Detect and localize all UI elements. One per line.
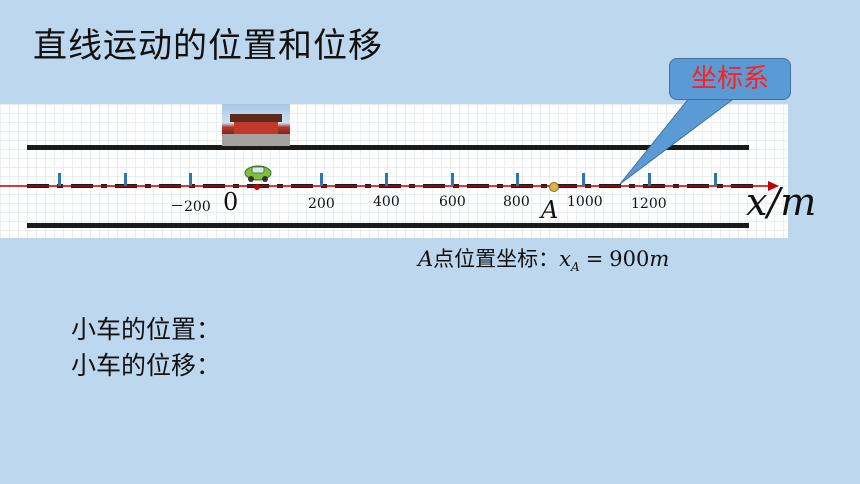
coord-unit: m: [649, 247, 670, 271]
tick-label-1000: 1000: [567, 194, 603, 210]
tick: [451, 173, 454, 186]
x-axis-arrow: [768, 181, 779, 191]
tick: [516, 173, 519, 186]
origin-dot: [254, 184, 260, 190]
tick-label-200: 200: [308, 196, 335, 212]
origin-label: 0: [223, 188, 239, 216]
slide-title: 直线运动的位置和位移: [33, 26, 383, 66]
coord-variable: x: [559, 247, 572, 271]
road-bottom-edge: [27, 223, 749, 228]
tick-label-400: 400: [373, 194, 400, 210]
tick-label-neg200: －200: [170, 199, 211, 215]
road-top-edge: [27, 145, 749, 150]
car-icon: [244, 165, 272, 182]
coordinate-note: A点位置坐标：xA=900m: [418, 243, 669, 274]
tick: [124, 173, 127, 186]
point-a-label: A: [541, 196, 559, 224]
coord-point: A: [418, 247, 434, 271]
road-grid: [0, 104, 788, 238]
tick-label-1200: 1200: [631, 196, 667, 212]
tick: [58, 173, 61, 186]
callout-coordinate-system: 坐标系: [669, 58, 791, 100]
axis-label: x/m: [746, 180, 817, 224]
tick-label-600: 600: [439, 194, 466, 210]
tick-label-800: 800: [503, 194, 530, 210]
coord-text: 点位置坐标：: [433, 247, 560, 271]
question-position: 小车的位置：: [71, 315, 222, 344]
coord-equals: =: [585, 247, 604, 271]
question-displacement: 小车的位移：: [71, 351, 222, 380]
tiananmen-photo: [222, 104, 290, 146]
point-a-dot: [549, 182, 559, 192]
tick: [582, 173, 585, 186]
coord-subscript: A: [571, 260, 580, 275]
tick: [714, 173, 717, 186]
tick: [385, 173, 388, 186]
tick: [648, 173, 651, 186]
tick: [320, 173, 323, 186]
tick: [189, 173, 192, 186]
axis-ticks: [58, 173, 717, 186]
coord-value: 900: [609, 247, 650, 271]
